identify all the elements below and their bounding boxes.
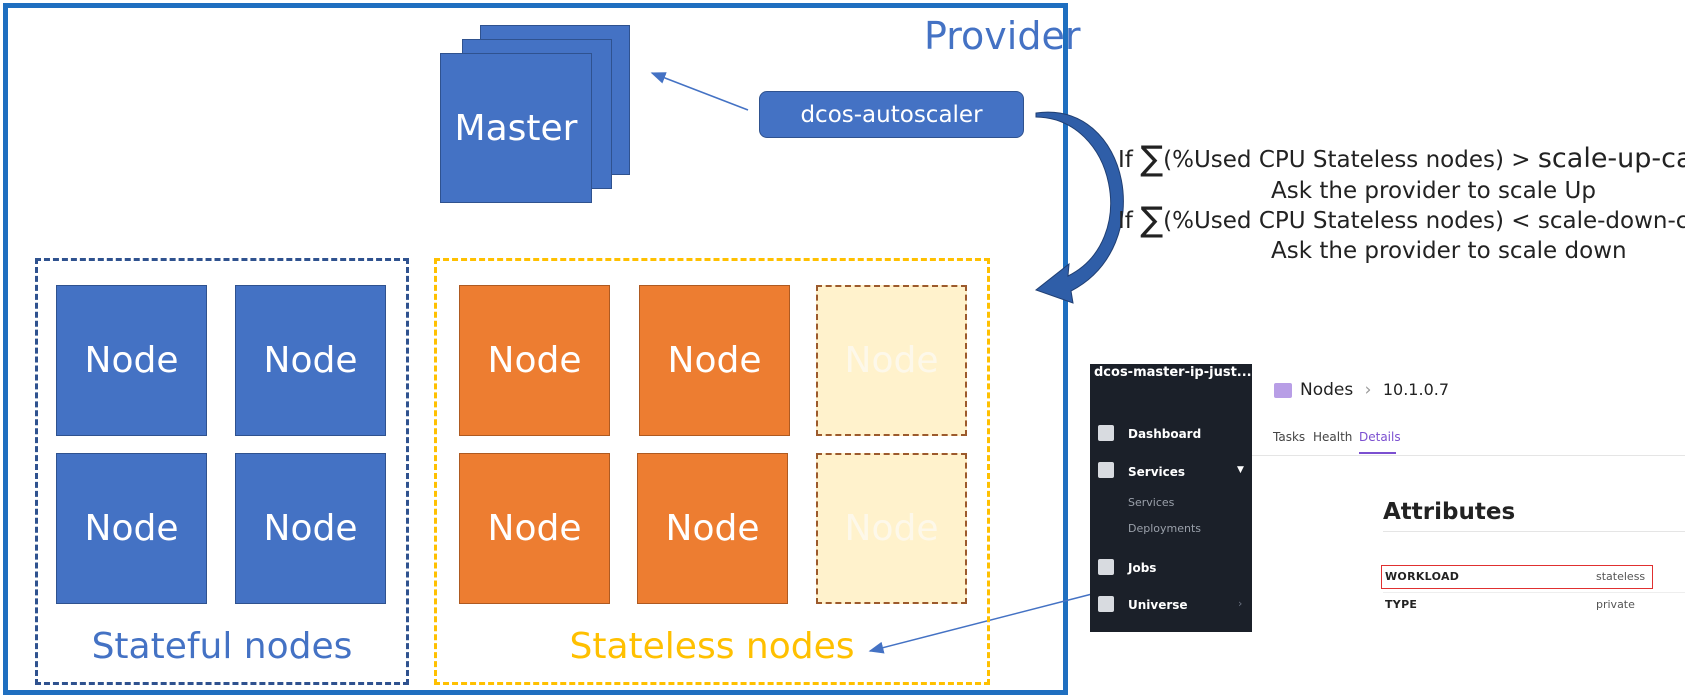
workload-to-stateless-arrow [868, 593, 1093, 654]
cluster-name-text: dcos-master-ip-just... [1094, 365, 1252, 380]
caret-down-icon: ▼ [1256, 369, 1264, 379]
node-label: Node [844, 508, 939, 549]
type-key: TYPE [1385, 598, 1418, 611]
master-node: Master [440, 53, 592, 203]
type-value: private [1596, 598, 1635, 611]
breadcrumb: Nodes › 10.1.0.7 [1300, 380, 1449, 400]
node-label: Node [263, 508, 358, 549]
autoscaler-label: dcos-autoscaler [800, 101, 983, 128]
chevron-right-icon[interactable]: › [1238, 597, 1243, 610]
services-icon [1098, 462, 1114, 478]
sum-symbol: ∑ [1140, 200, 1164, 240]
node-label: Node [84, 340, 179, 381]
scale-down-rule: If ∑(%Used CPU Stateless nodes) < scale-… [1118, 203, 1685, 237]
rule-prefix: If [1118, 208, 1133, 234]
dcos-sidebar [1090, 364, 1252, 632]
workload-key: WORKLOAD [1385, 570, 1460, 583]
pending-stateless-node: Node [816, 453, 967, 604]
breadcrumb-separator-icon: › [1364, 380, 1372, 400]
rule-condition: (%Used CPU Stateless nodes) < [1163, 208, 1531, 234]
attributes-title: Attributes [1383, 499, 1516, 525]
nav-services-sub[interactable]: Services [1128, 496, 1175, 509]
row-divider [1383, 592, 1685, 593]
nav-jobs[interactable]: Jobs [1128, 561, 1157, 575]
stateless-node: Node [459, 285, 610, 436]
tabs-divider [1252, 455, 1685, 456]
breadcrumb-node-ip: 10.1.0.7 [1382, 380, 1450, 399]
scale-up-cap: scale-up-cap [1537, 143, 1685, 174]
provider-boundary [3, 3, 1068, 695]
stateful-node: Node [235, 453, 386, 604]
node-label: Node [665, 508, 760, 549]
dcos-autoscaler-box: dcos-autoscaler [759, 91, 1024, 138]
breadcrumb-nodes[interactable]: Nodes [1300, 380, 1354, 400]
workload-value: stateless [1596, 570, 1646, 583]
chevron-down-icon[interactable]: ▼ [1237, 465, 1244, 475]
stateless-group [434, 258, 990, 685]
tab-health[interactable]: Health [1313, 430, 1353, 444]
stateful-node: Node [235, 285, 386, 436]
workload-highlight [1381, 565, 1653, 589]
universe-icon [1098, 596, 1114, 612]
scale-up-action: Ask the provider to scale Up [1271, 178, 1596, 204]
nav-universe[interactable]: Universe [1128, 598, 1188, 612]
attributes-divider [1383, 531, 1685, 532]
stateless-node: Node [639, 285, 790, 436]
sum-symbol: ∑ [1140, 139, 1164, 179]
scale-down-cap: scale-down-cap [1537, 208, 1685, 234]
cluster-name[interactable]: dcos-master-ip-just... ▼ [1094, 365, 1263, 380]
scale-curved-arrow [1034, 111, 1124, 304]
scale-down-action: Ask the provider to scale down [1271, 238, 1627, 264]
node-label: Node [263, 340, 358, 381]
node-label: Node [844, 340, 939, 381]
autoscaler-to-master-arrow [650, 72, 749, 111]
stateful-group-label: Stateful nodes [91, 626, 353, 667]
rule-prefix: If [1118, 147, 1133, 173]
stateless-node: Node [459, 453, 610, 604]
scale-up-rule: If ∑(%Used CPU Stateless nodes) > scale-… [1118, 142, 1685, 176]
tab-tasks[interactable]: Tasks [1273, 430, 1306, 444]
nav-dashboard[interactable]: Dashboard [1128, 427, 1202, 441]
nodes-icon [1274, 383, 1292, 398]
master-label: Master [454, 107, 578, 149]
tab-details[interactable]: Details [1359, 430, 1401, 444]
stateful-group [35, 258, 409, 685]
rule-condition: (%Used CPU Stateless nodes) > [1163, 147, 1531, 173]
node-label: Node [667, 340, 762, 381]
stateful-node: Node [56, 453, 207, 604]
node-label: Node [487, 508, 582, 549]
jobs-icon [1098, 559, 1114, 575]
provider-label: Provider [924, 14, 1081, 58]
node-label: Node [84, 508, 179, 549]
stateless-node: Node [637, 453, 788, 604]
node-label: Node [487, 340, 582, 381]
stateless-group-label: Stateless nodes [569, 626, 855, 667]
stateful-node: Node [56, 285, 207, 436]
dashboard-icon [1098, 425, 1114, 441]
nav-services[interactable]: Services [1128, 465, 1186, 479]
active-tab-underline [1359, 452, 1396, 454]
pending-stateless-node: Node [816, 285, 967, 436]
nav-deployments-sub[interactable]: Deployments [1128, 522, 1202, 535]
